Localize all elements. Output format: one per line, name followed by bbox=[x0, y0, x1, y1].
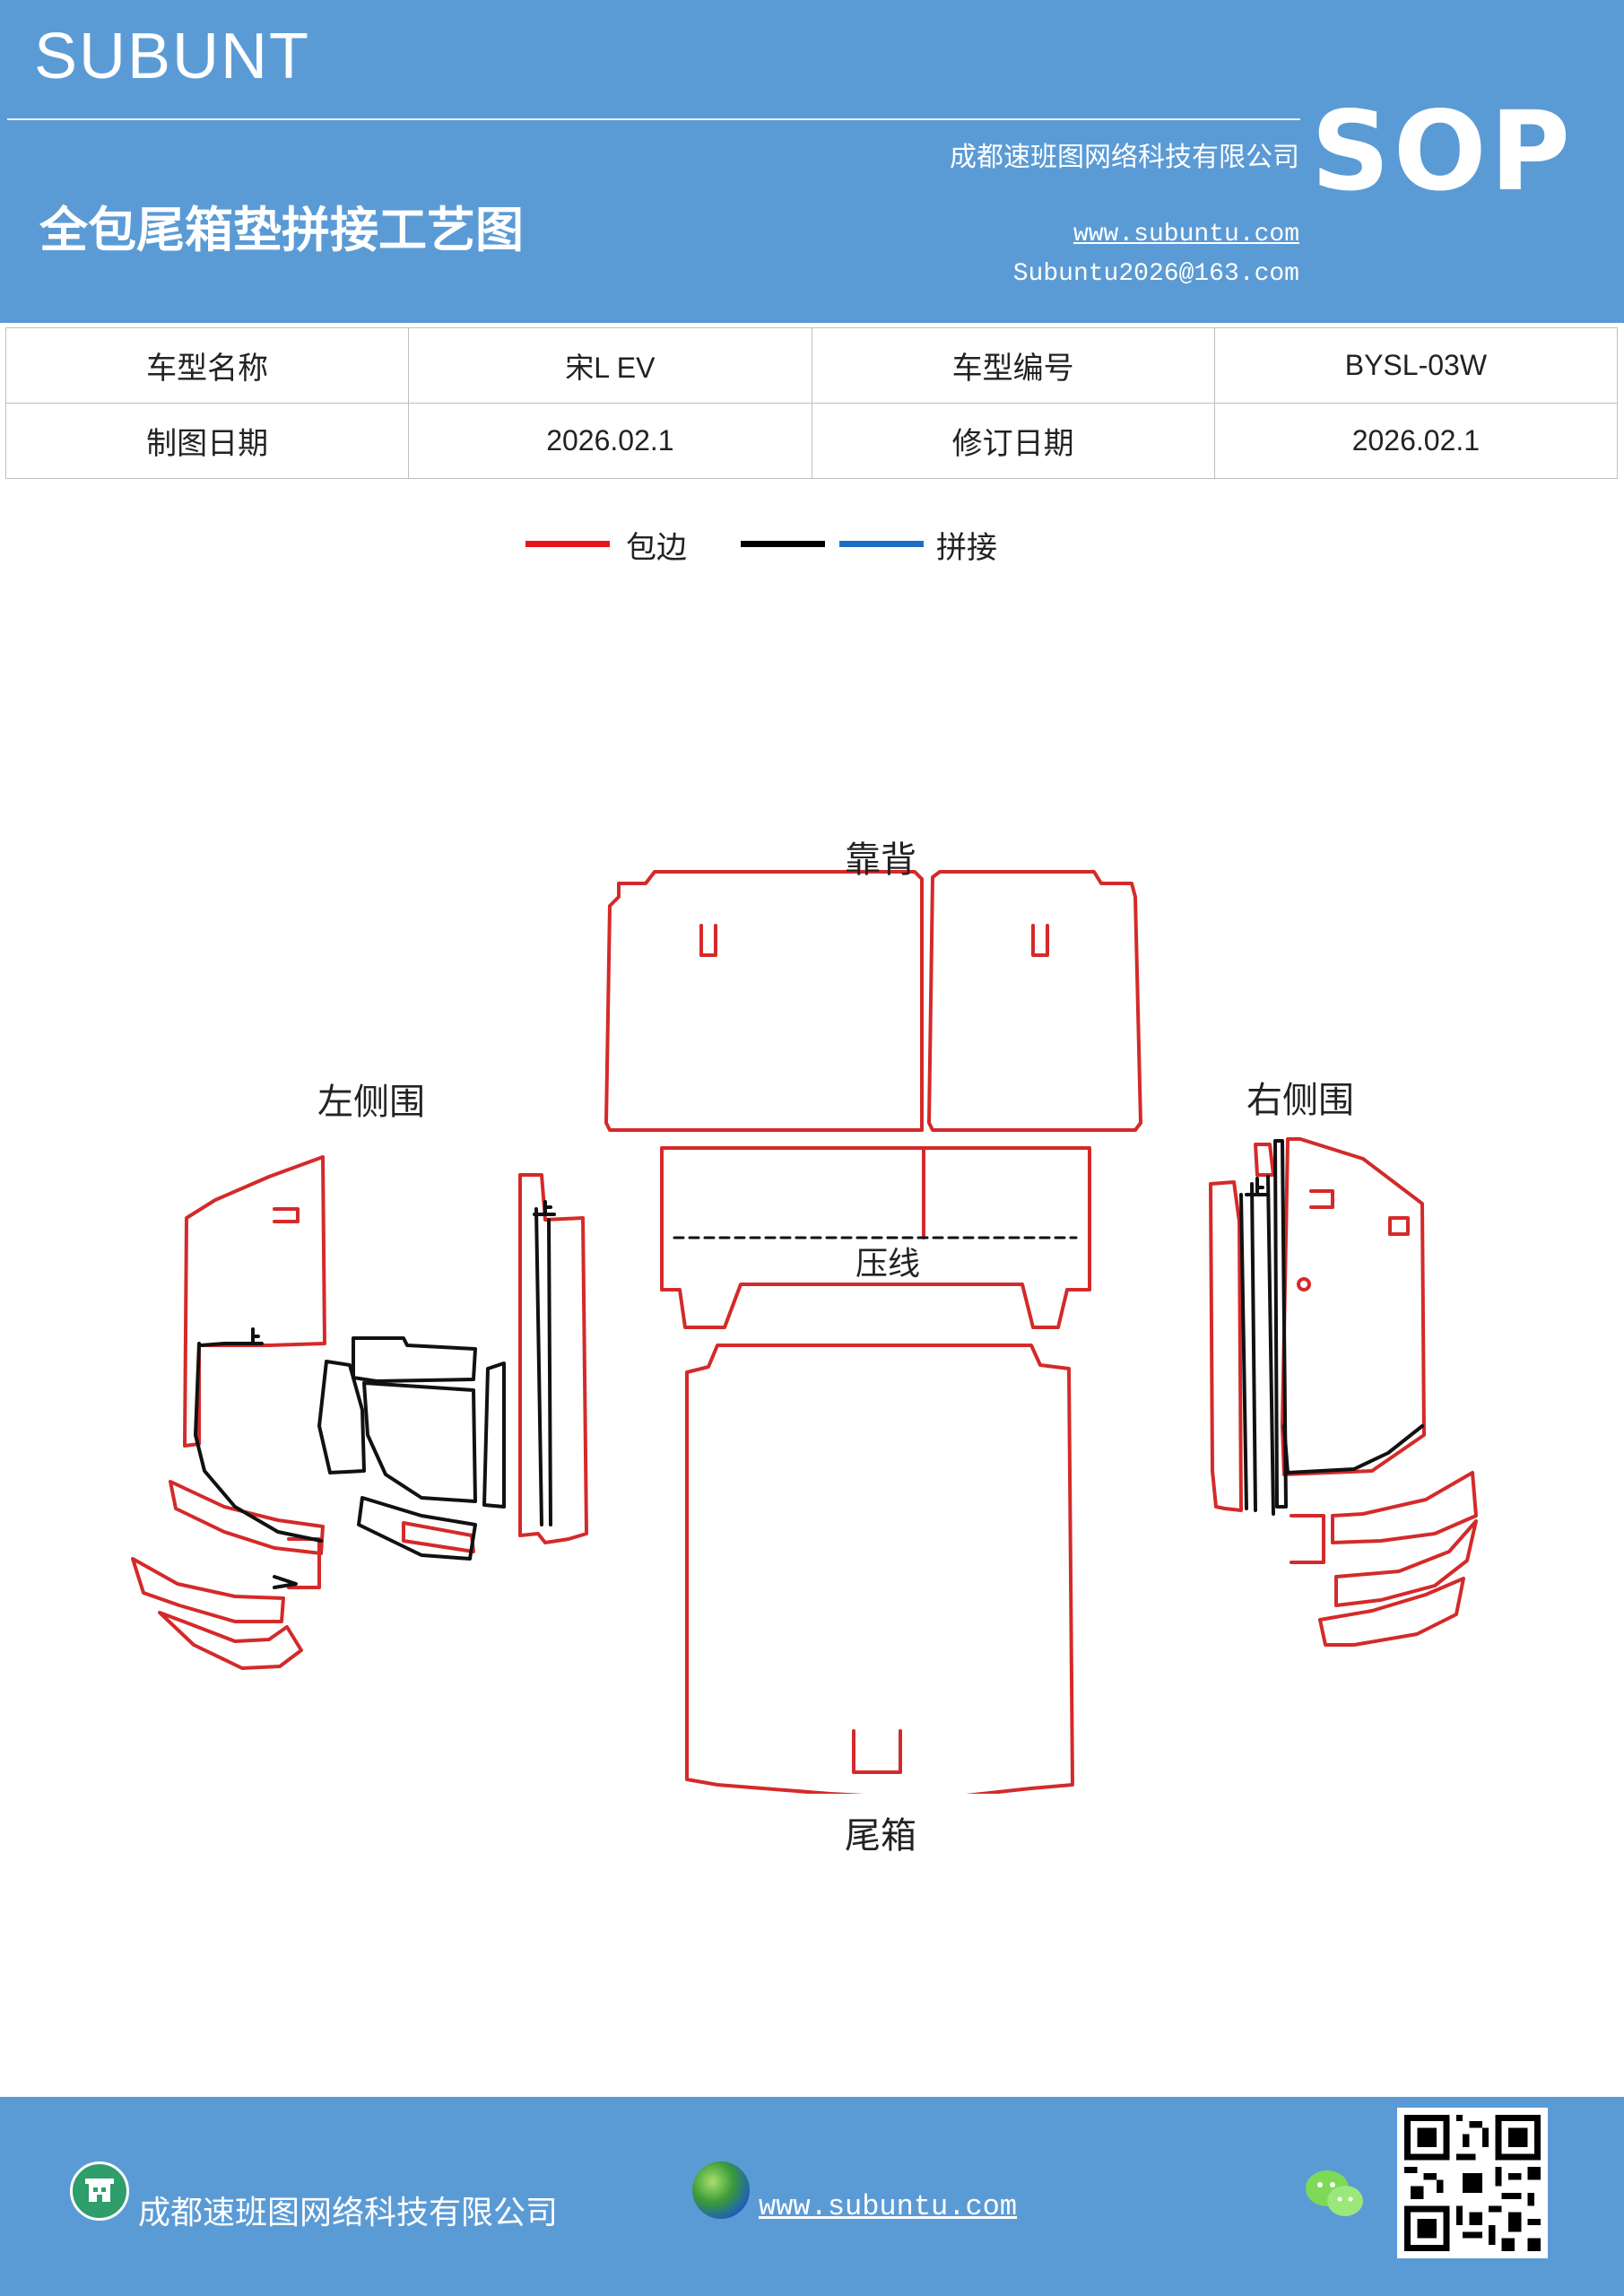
right-strip-seam-1 bbox=[1239, 1193, 1248, 1510]
right-side-tab bbox=[1309, 1189, 1334, 1209]
legend-edge-label: 包边 bbox=[626, 530, 687, 566]
right-lower-b bbox=[1334, 1519, 1478, 1607]
left-center-strip bbox=[402, 1521, 475, 1553]
footer-website-link[interactable]: www.subuntu.com bbox=[759, 2190, 1018, 2223]
model-name-label: 车型名称 bbox=[4, 327, 410, 404]
model-code-value: BYSL-03W bbox=[1213, 327, 1619, 404]
document-title: 全包尾箱垫拼接工艺图 bbox=[39, 201, 524, 258]
legend-seam-label: 拼接 bbox=[936, 530, 997, 566]
draw-date-label: 制图日期 bbox=[4, 403, 410, 479]
model-name-value: 宋L EV bbox=[408, 327, 812, 404]
left-strip-seam bbox=[534, 1207, 543, 1526]
label-right-side: 右侧围 bbox=[1246, 1080, 1354, 1121]
header-email[interactable]: Subuntu2026@163.com bbox=[1012, 260, 1299, 288]
brand-name: SUBUNT bbox=[34, 21, 311, 92]
left-small-panel-b bbox=[352, 1336, 477, 1383]
left-tab-lower bbox=[287, 1537, 321, 1589]
right-strip-seam-3 bbox=[1266, 1175, 1275, 1516]
right-lower-a bbox=[1331, 1471, 1478, 1544]
right-side-strip-top bbox=[1254, 1143, 1275, 1177]
draw-date-value: 2026.02.1 bbox=[408, 403, 812, 479]
trunk-slot bbox=[852, 1729, 902, 1774]
trunk-panel bbox=[685, 1344, 1074, 1794]
legend: 包边 拼接 bbox=[0, 516, 1624, 578]
floor-front-panel bbox=[660, 1146, 1091, 1329]
left-side-tab bbox=[273, 1207, 300, 1223]
table-row: 制图日期 2026.02.1 修订日期 2026.02.1 bbox=[4, 403, 1619, 479]
table-row: 车型名称 宋L EV 车型编号 BYSL-03W bbox=[4, 327, 1619, 404]
up-mark-left bbox=[242, 1327, 264, 1345]
right-lower-c bbox=[1318, 1577, 1465, 1647]
wechat-icon bbox=[1302, 2167, 1367, 2222]
left-small-panel-e bbox=[357, 1496, 477, 1561]
revise-date-label: 修订日期 bbox=[811, 403, 1215, 479]
vehicle-info-table: 车型名称 宋L EV 车型编号 BYSL-03W 制图日期 2026.02.1 … bbox=[4, 327, 1619, 479]
header-website-link[interactable]: www.subuntu.com bbox=[1073, 221, 1299, 248]
left-lower-a bbox=[169, 1480, 325, 1555]
left-lower-seam bbox=[273, 1575, 298, 1589]
seam-lines bbox=[194, 1139, 1424, 1589]
right-side-panel bbox=[1281, 1137, 1426, 1476]
left-small-panel-d bbox=[482, 1361, 506, 1509]
globe-icon bbox=[692, 2161, 750, 2219]
right-side-slot bbox=[1388, 1216, 1410, 1236]
label-left-side: 左侧围 bbox=[317, 1082, 425, 1123]
left-small-panel-a bbox=[317, 1360, 366, 1474]
header-banner: SUBUNT 成都速班图网络科技有限公司 全包尾箱垫拼接工艺图 www.subu… bbox=[0, 0, 1624, 323]
right-side-strip bbox=[1209, 1180, 1243, 1512]
right-tab-lower bbox=[1290, 1514, 1325, 1564]
up-mark-strip bbox=[533, 1200, 556, 1216]
backrest-left-slot bbox=[699, 924, 717, 957]
header-company-name: 成都速班图网络科技有限公司 bbox=[950, 142, 1299, 173]
header-divider bbox=[7, 118, 1300, 120]
label-backrest: 靠背 bbox=[845, 839, 916, 881]
right-outer-strip bbox=[1273, 1139, 1288, 1509]
revise-date-value: 2026.02.1 bbox=[1213, 403, 1619, 479]
label-trunk: 尾箱 bbox=[845, 1815, 916, 1857]
left-side-panel bbox=[183, 1155, 326, 1448]
left-side-strip bbox=[518, 1173, 588, 1544]
label-crease: 压线 bbox=[855, 1246, 921, 1283]
left-lower-b bbox=[131, 1557, 285, 1623]
backrest-right-panel bbox=[927, 870, 1142, 1132]
backrest-right-slot bbox=[1031, 924, 1049, 957]
cutting-diagram: 靠背 左侧围 右侧围 压线 尾箱 bbox=[0, 807, 1624, 1857]
model-code-label: 车型编号 bbox=[811, 327, 1215, 404]
backrest-left-panel bbox=[604, 870, 924, 1132]
building-icon bbox=[70, 2161, 129, 2221]
right-strip-seam-2 bbox=[1250, 1182, 1257, 1512]
left-inner-seam bbox=[194, 1342, 323, 1543]
left-small-panel-c bbox=[362, 1381, 477, 1503]
sop-badge: SOP bbox=[1311, 88, 1574, 215]
left-lower-c bbox=[158, 1611, 303, 1670]
legend-black-swatch bbox=[741, 541, 825, 547]
legend-edge-swatch bbox=[525, 541, 610, 547]
footer-banner: 成都速班图网络科技有限公司 www.subuntu.com bbox=[0, 2097, 1624, 2296]
footer-company-name: 成都速班图网络科技有限公司 bbox=[138, 2195, 559, 2231]
legend-seam-swatch bbox=[839, 541, 924, 547]
up-mark-right bbox=[1245, 1177, 1268, 1196]
qr-code[interactable] bbox=[1397, 2108, 1548, 2258]
left-strip-seam-2 bbox=[547, 1218, 552, 1526]
diagram-svg bbox=[131, 870, 1478, 1794]
